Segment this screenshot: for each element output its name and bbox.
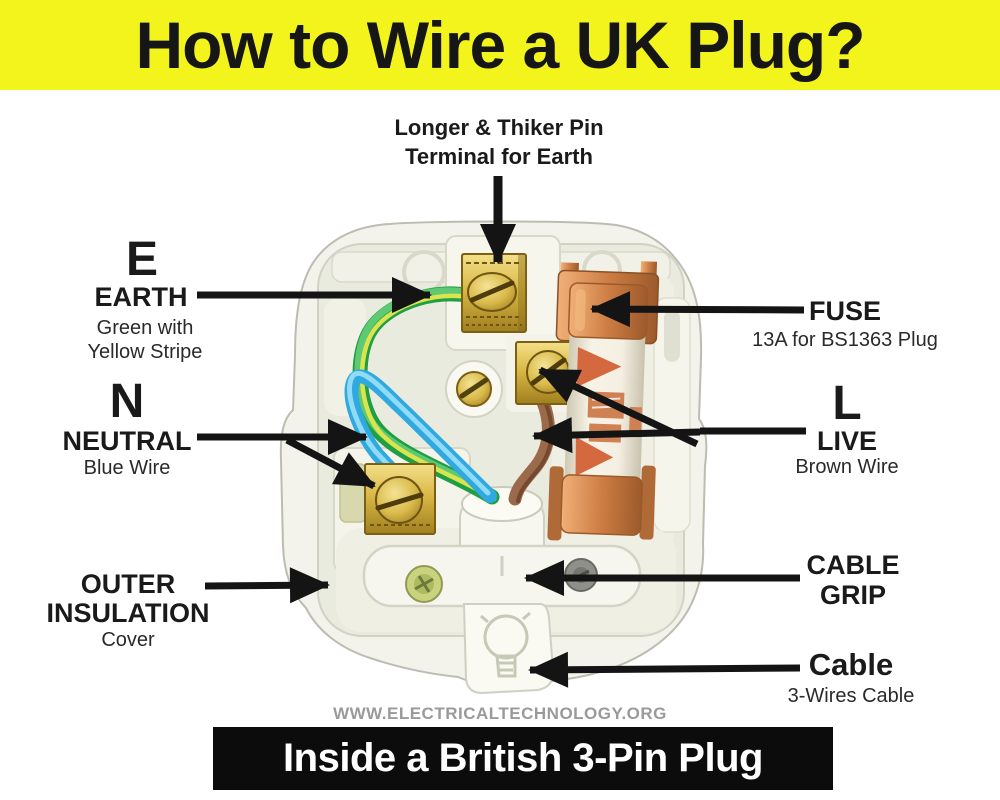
arrow-fuse xyxy=(590,291,805,328)
label-earth-symbol: E xyxy=(125,233,158,286)
arrow-live-terminal xyxy=(538,366,699,448)
label-neutral-symbol: N xyxy=(109,375,145,428)
website-url: WWW.ELECTRICALTECHNOLOGY.ORG xyxy=(333,704,667,723)
label-live-desc: Brown Wire xyxy=(795,456,899,478)
neutral-terminal xyxy=(364,463,436,535)
earth-terminal xyxy=(461,253,527,333)
label-earth-pin-terminal: Longer & Thiker Pin Terminal for Earth xyxy=(349,114,649,171)
label-fuse-desc: 13A for BS1363 Plug xyxy=(752,329,938,351)
arrow-cable xyxy=(528,651,801,688)
label-live-name: LIVE xyxy=(816,426,877,456)
bulb-icon xyxy=(480,611,531,678)
label-neutral-desc: Blue Wire xyxy=(83,457,171,479)
center-screw xyxy=(445,360,503,418)
arrow-neutral-terminal xyxy=(285,436,376,490)
label-cable-desc: 3-Wires Cable xyxy=(787,685,915,707)
cable-outlet xyxy=(462,603,555,695)
label-live-symbol: L xyxy=(832,377,862,430)
label-cable-grip: CABLE GRIP xyxy=(806,550,900,611)
label-fuse-name: FUSE xyxy=(808,296,881,326)
label-earth-name: EARTH xyxy=(94,282,188,312)
arrow-outer-insulation xyxy=(204,567,330,604)
annotation-arrows xyxy=(197,176,806,688)
footer-banner: Inside a British 3-Pin Plug xyxy=(213,727,833,790)
label-outer-insulation: OUTER INSULATION xyxy=(46,569,210,629)
label-cable-name: Cable xyxy=(808,647,894,682)
page-title: How to Wire a UK Plug? xyxy=(135,8,865,82)
label-neutral-name: NEUTRAL xyxy=(62,426,192,456)
label-earth-desc: Green with Yellow Stripe xyxy=(87,317,203,364)
title-banner: How to Wire a UK Plug? xyxy=(0,0,1000,90)
label-line: Longer & Thiker Pin xyxy=(394,115,604,140)
label-line: Terminal for Earth xyxy=(405,143,593,169)
footer-banner-text: Inside a British 3-Pin Plug xyxy=(283,736,763,780)
label-outer-insulation-desc: Cover xyxy=(101,629,155,651)
